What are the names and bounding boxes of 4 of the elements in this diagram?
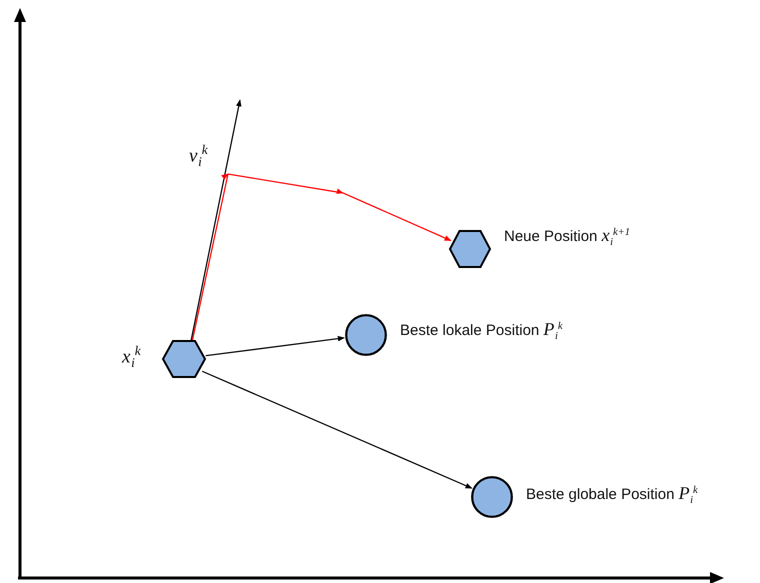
position-update-arrow (192, 173, 452, 340)
arrow (202, 370, 472, 489)
arrow (206, 336, 345, 356)
velocity-arrow (190, 99, 242, 340)
